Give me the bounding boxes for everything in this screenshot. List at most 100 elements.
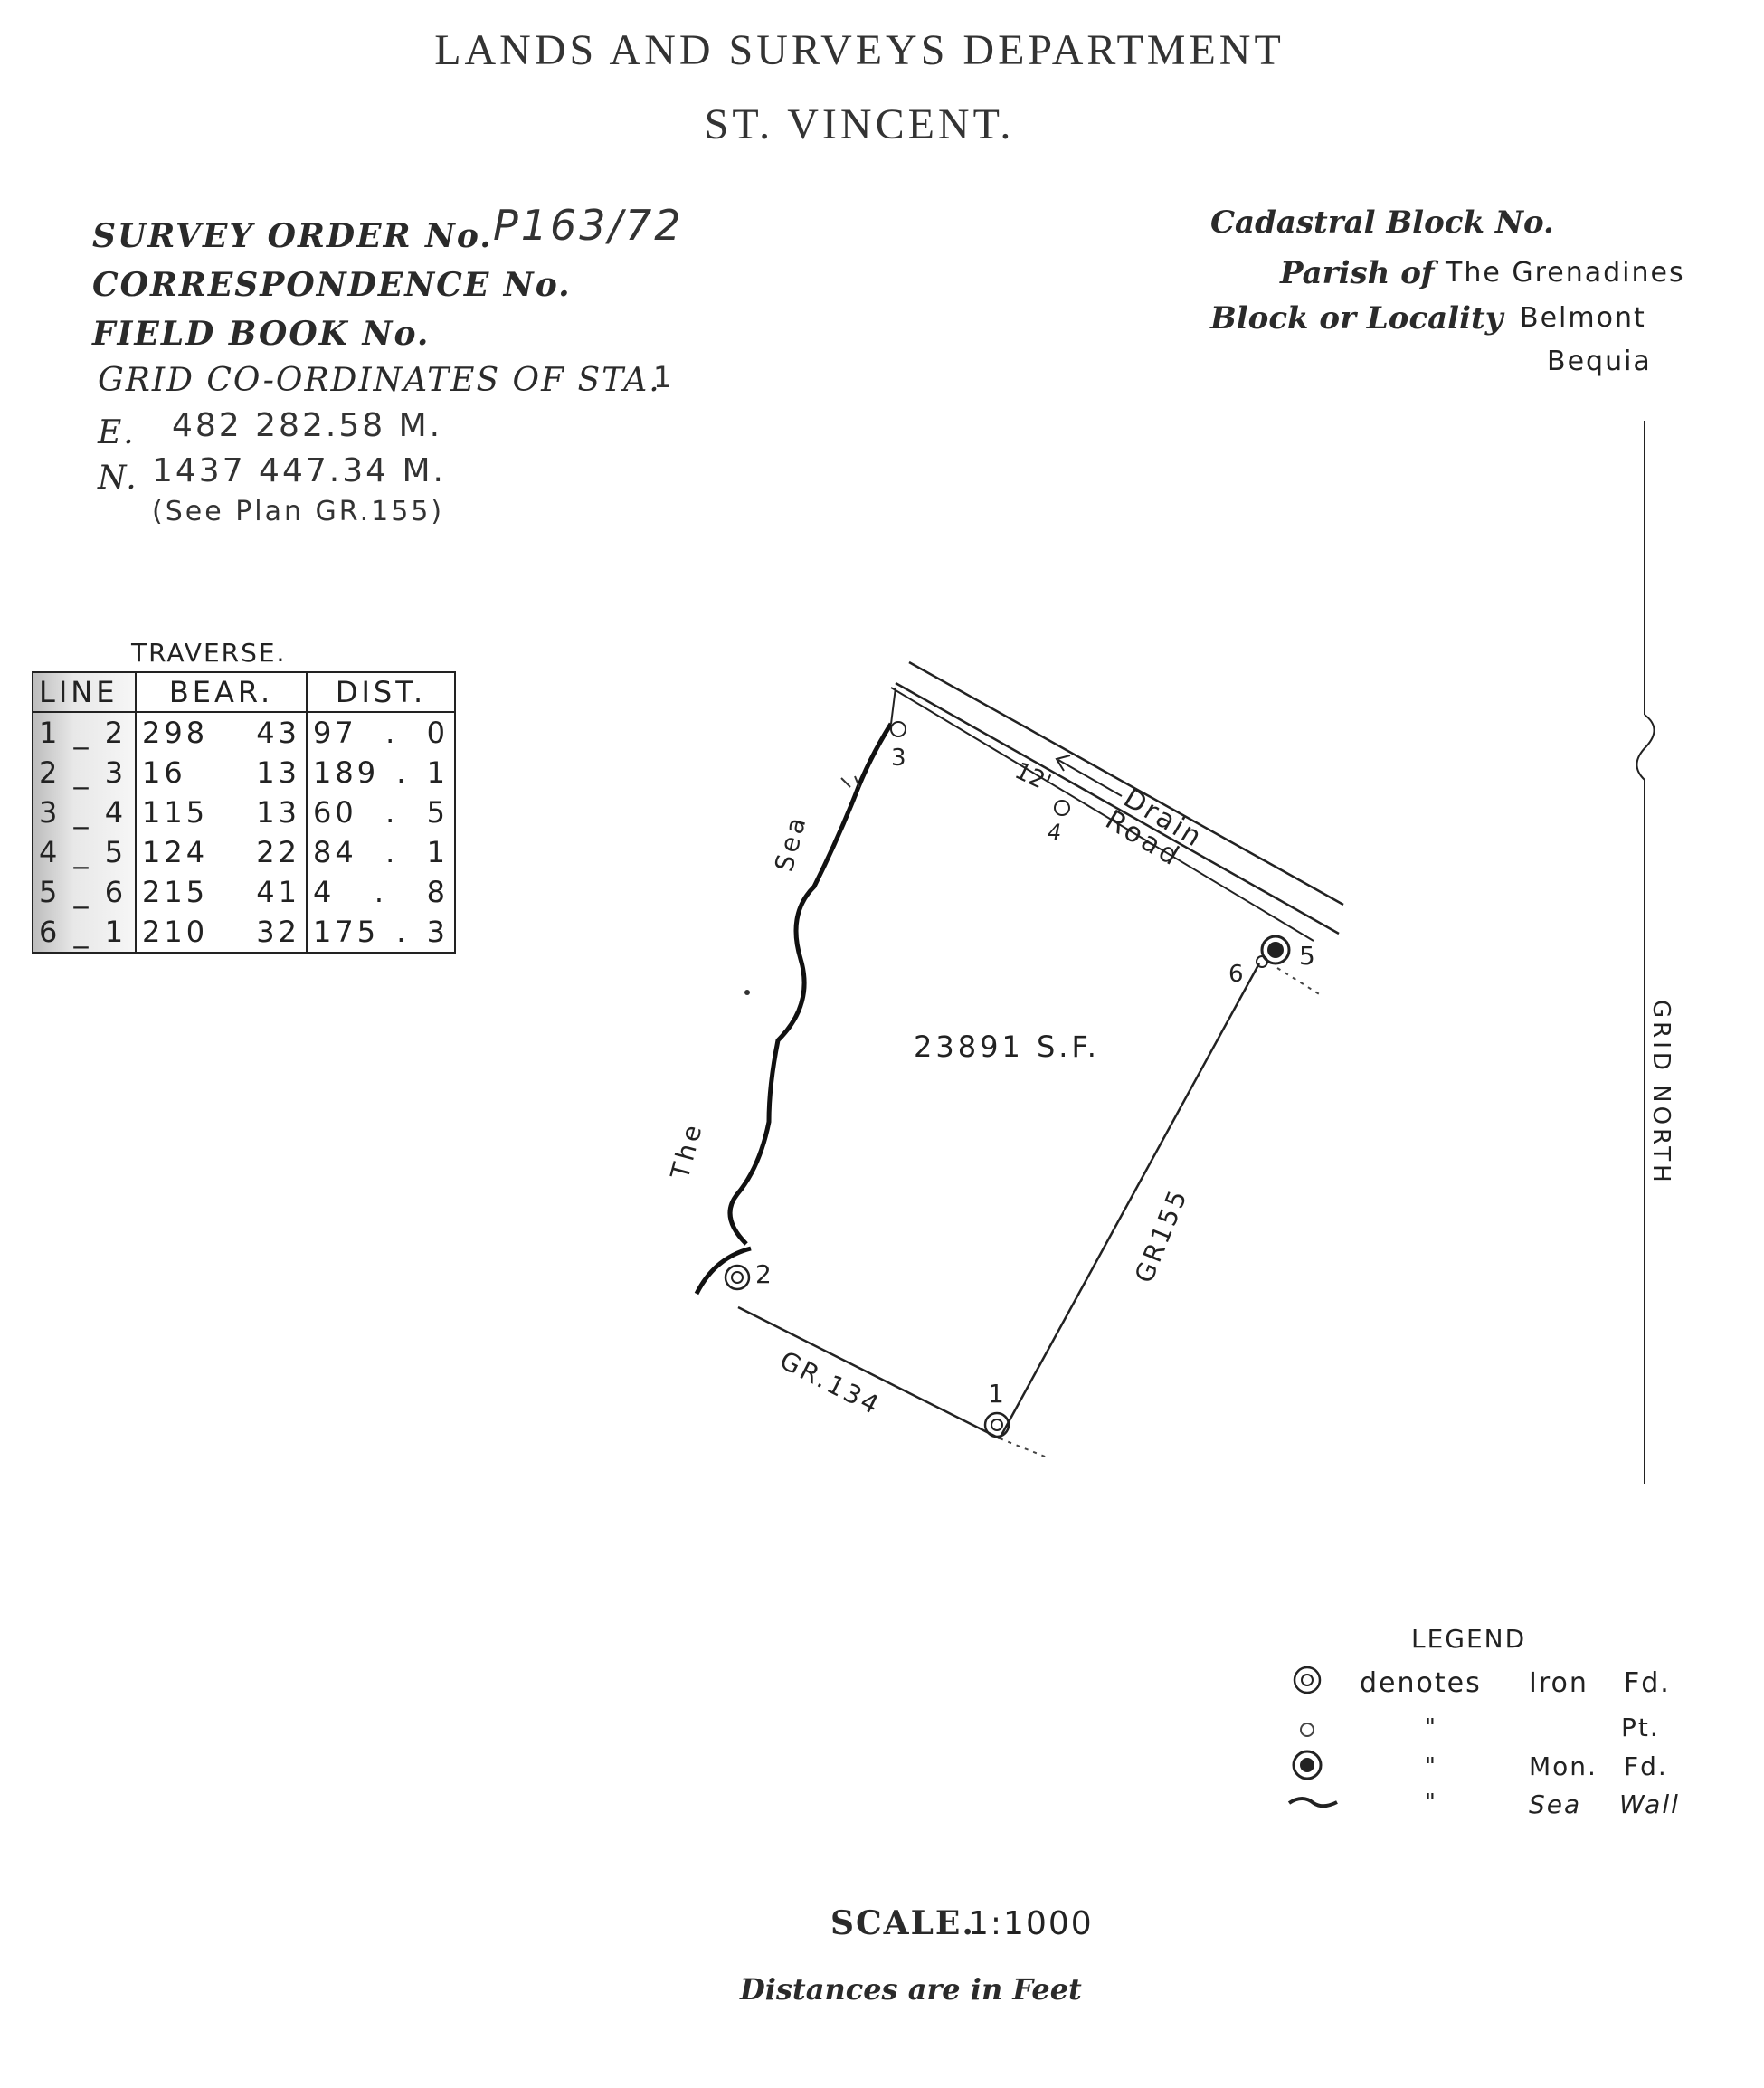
- line-cell: 2 _ 3: [32, 753, 137, 792]
- boundary-extension-5: [1276, 967, 1322, 996]
- line-cell: 1 _ 2: [32, 712, 137, 753]
- dist-int-cell: 4: [313, 875, 336, 909]
- header-dist: DIST.: [306, 671, 456, 713]
- legend-ditto-1: ": [1425, 1714, 1437, 1742]
- dist-dec-cell: 5: [426, 795, 449, 830]
- drain-flow-arrow: [1057, 759, 1123, 797]
- dist-int-cell: 84: [313, 835, 357, 869]
- sea-wall-tick: [840, 775, 860, 788]
- traverse-header-row: LINE BEAR. DIST.: [32, 671, 456, 713]
- legend-mon-label: Mon.: [1529, 1751, 1598, 1781]
- field-book-label: FIELD BOOK No.: [92, 315, 431, 353]
- dist-int-cell: 189: [313, 755, 380, 790]
- station-label-1: 1: [988, 1379, 1004, 1409]
- northing-label: N.: [98, 460, 138, 497]
- drain-arrow-head: [1055, 755, 1071, 772]
- bear-min-cell: 41: [256, 875, 300, 909]
- bear-min-cell: 43: [256, 716, 300, 750]
- legend-denotes: denotes: [1360, 1667, 1482, 1699]
- survey-order-label: SURVEY ORDER No.: [92, 217, 493, 255]
- legend-title: LEGEND: [1411, 1624, 1527, 1654]
- department-title: LANDS AND SURVEYS DEPARTMENT: [434, 26, 1285, 74]
- road-boundary-line: [890, 687, 1314, 942]
- legend-sea-label: Sea: [1529, 1789, 1582, 1819]
- bear-deg-cell: 124: [142, 835, 209, 869]
- bear-deg-cell: 215: [142, 875, 209, 909]
- easting-value: 482 282.58 M.: [172, 407, 443, 444]
- drain-inner-line: [895, 681, 1340, 935]
- bear-min-cell: 13: [256, 755, 300, 790]
- legend-pt-label: Pt.: [1621, 1713, 1660, 1742]
- bear-min-cell: 22: [256, 835, 300, 869]
- dist-dec-cell: 0: [426, 716, 449, 750]
- station-label-3: 3: [891, 745, 906, 772]
- legend-iron-fd-icon: [1293, 1666, 1322, 1694]
- parish-value: The Grenadines: [1446, 257, 1685, 289]
- dist-int-cell: 175: [313, 915, 380, 949]
- gr134-label: GR.134: [775, 1345, 886, 1421]
- stray-dot: [744, 990, 750, 995]
- station-label-5: 5: [1299, 941, 1315, 971]
- legend-fd-label-2: Fd.: [1624, 1751, 1668, 1781]
- sea-wall-line: [727, 722, 894, 1246]
- dist-dec-cell: 8: [426, 875, 449, 909]
- boundary-line-1-2: [737, 1305, 1001, 1440]
- line-cell: 3 _ 4: [32, 792, 137, 832]
- station-label-2: 2: [755, 1259, 772, 1289]
- parish-label: Parish of: [1280, 255, 1435, 291]
- legend-iron-label: Iron: [1529, 1667, 1589, 1699]
- station-6-pt: [1256, 955, 1268, 968]
- legend-pt-icon: [1300, 1723, 1314, 1737]
- station-label-4: 4: [1048, 820, 1061, 845]
- easting-label: E.: [98, 414, 136, 451]
- distances-note: Distances are in Feet: [740, 1972, 1082, 2007]
- line-cell: 6 _ 1: [32, 912, 137, 954]
- legend-wall-label: Wall: [1619, 1789, 1680, 1819]
- grid-coords-label: GRID CO-ORDINATES OF STA.: [98, 362, 661, 399]
- country-title: ST. VINCENT.: [704, 100, 1015, 148]
- northing-value: 1437 447.34 M.: [152, 452, 446, 489]
- dist-dec-cell: 3: [426, 915, 449, 949]
- bear-deg-cell: 115: [142, 795, 209, 830]
- station-3-pt: [890, 721, 906, 737]
- locality-value-2: Bequia: [1547, 346, 1652, 377]
- grid-north-label: GRID NORTH: [1647, 1000, 1674, 1186]
- dist-dec-cell: 1: [426, 835, 449, 869]
- correspondence-label: CORRESPONDENCE No.: [92, 266, 572, 304]
- header-bear: BEAR.: [135, 671, 308, 713]
- see-plan-note: (See Plan GR.155): [152, 496, 445, 527]
- locality-label: Block or Locality: [1210, 300, 1503, 337]
- gr155-label: GR155: [1129, 1184, 1194, 1287]
- station-label-6: 6: [1228, 961, 1244, 988]
- station-5-mon-fd: [1260, 935, 1291, 965]
- bear-min-cell: 32: [256, 915, 300, 949]
- dist-dec-cell: 1: [426, 755, 449, 790]
- station-2-iron-fd: [724, 1264, 751, 1291]
- scale-value: 1:1000: [968, 1905, 1094, 1942]
- traverse-title: TRAVERSE.: [131, 638, 287, 668]
- dist-int-cell: 97: [313, 716, 357, 750]
- bear-deg-cell: 298: [142, 716, 209, 750]
- parcel-area-label: 23891 S.F.: [914, 1030, 1100, 1064]
- legend-sea-wall-icon: [1287, 1797, 1338, 1808]
- cadastral-block-label: Cadastral Block No.: [1210, 204, 1554, 241]
- drain-outer-line: [908, 660, 1344, 906]
- boundary-extension-1: [999, 1438, 1050, 1459]
- the-label: The: [665, 1118, 709, 1182]
- grid-coords-station: 1: [653, 360, 675, 394]
- sea-label: Sea: [769, 811, 812, 875]
- legend-mon-fd-icon: [1292, 1750, 1323, 1780]
- legend-ditto-2: ": [1425, 1753, 1437, 1780]
- boundary-line-1-6: [998, 963, 1261, 1439]
- line-cell: 4 _ 5: [32, 832, 137, 872]
- line-cell: 5 _ 6: [32, 872, 137, 912]
- station-4-pt: [1054, 800, 1070, 816]
- north-arrow-break-icon: [1636, 714, 1655, 781]
- station-1-iron-fd: [983, 1411, 1010, 1438]
